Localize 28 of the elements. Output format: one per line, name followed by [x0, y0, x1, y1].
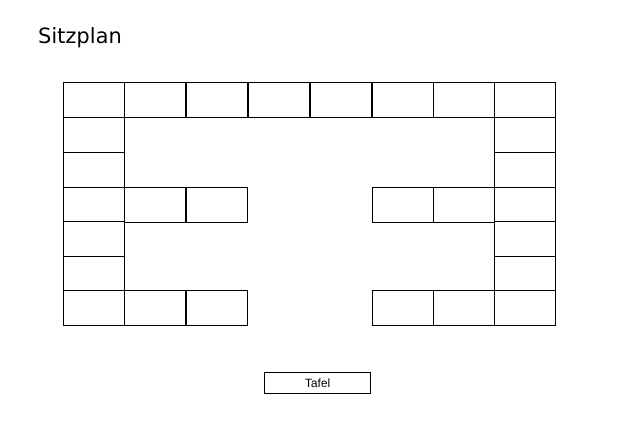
- desk: [186, 290, 248, 326]
- desk: [248, 82, 310, 118]
- desk: [494, 221, 556, 257]
- blackboard: Tafel: [264, 372, 371, 394]
- desk: [494, 82, 556, 118]
- desk: [186, 82, 248, 118]
- desk: [372, 82, 434, 118]
- desk: [433, 187, 495, 223]
- desk: [310, 82, 372, 118]
- desk: [63, 117, 125, 153]
- desk: [63, 152, 125, 188]
- desk: [372, 187, 434, 223]
- desk: [494, 256, 556, 292]
- desk: [124, 187, 186, 223]
- desk: [124, 82, 186, 118]
- desk: [63, 256, 125, 292]
- desk: [124, 290, 186, 326]
- desk: [372, 290, 434, 326]
- desk: [433, 82, 495, 118]
- title: Sitzplan: [38, 24, 122, 48]
- desk: [63, 290, 125, 326]
- desk: [63, 82, 125, 118]
- desk: [63, 221, 125, 257]
- desk: [494, 117, 556, 153]
- desk: [494, 152, 556, 188]
- desk: [494, 290, 556, 326]
- desk: [186, 187, 248, 223]
- desk: [433, 290, 495, 326]
